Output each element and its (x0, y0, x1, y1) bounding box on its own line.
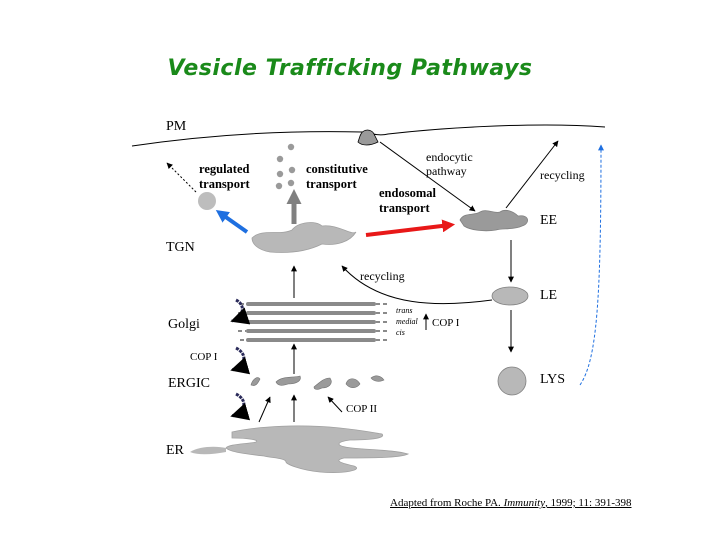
label-regulated-transport: regulated transport (199, 162, 250, 191)
endosomal-transport-arrow (365, 219, 456, 237)
er-to-ergic-arrow-left (258, 396, 271, 423)
citation: Adapted from Roche PA. Immunity, 1999; 1… (390, 497, 632, 509)
label-constitutive-transport: constitutive transport (306, 162, 368, 191)
er-to-ergic-arrow-right (327, 396, 343, 413)
ee-recycling-arrow (505, 140, 559, 209)
early-endosome-shape (459, 209, 528, 232)
regulated-exocytosis-arrow (166, 162, 197, 193)
label-pm: PM (166, 119, 187, 134)
label-copii: COP II (346, 403, 378, 415)
er-tail (190, 446, 226, 455)
regulated-transport-arrow (215, 210, 249, 234)
label-le: LE (540, 288, 558, 303)
label-lys: LYS (540, 372, 566, 387)
label-ergic: ERGIC (168, 376, 210, 391)
endocytic-pit (357, 129, 379, 146)
label-er: ER (166, 443, 184, 458)
golgi-cisternae-labels: trans medial cis (396, 306, 418, 337)
label-tgn: TGN (166, 240, 195, 255)
label-recycling-middle: recycling (360, 269, 405, 283)
label-endosomal-transport: endosomal transport (379, 186, 436, 215)
label-golgi: Golgi (168, 317, 200, 332)
er-shape (225, 425, 410, 473)
constitutive-vesicles (275, 143, 296, 190)
label-copi-right: COP I (432, 317, 460, 329)
endocytic-pathway-arrow (379, 141, 476, 212)
label-ee: EE (540, 213, 558, 228)
diagram-title: Vesicle Trafficking Pathways (167, 56, 533, 81)
golgi-stack (246, 302, 376, 342)
label-recycling-right: recycling (540, 168, 585, 182)
late-endosome-shape (491, 286, 529, 306)
tgn-shape (251, 222, 357, 253)
le-recycling-arrow (341, 265, 493, 305)
secretory-granule (198, 192, 216, 210)
lys-recycling-dashed-arrow (579, 144, 604, 386)
label-endocytic-pathway: endocytic pathway (426, 150, 473, 178)
ergic-vesicles (250, 375, 385, 390)
lysosome-shape (497, 366, 527, 396)
label-copi-left: COP I (190, 351, 218, 363)
copi-retrograde-arrows (230, 298, 251, 421)
